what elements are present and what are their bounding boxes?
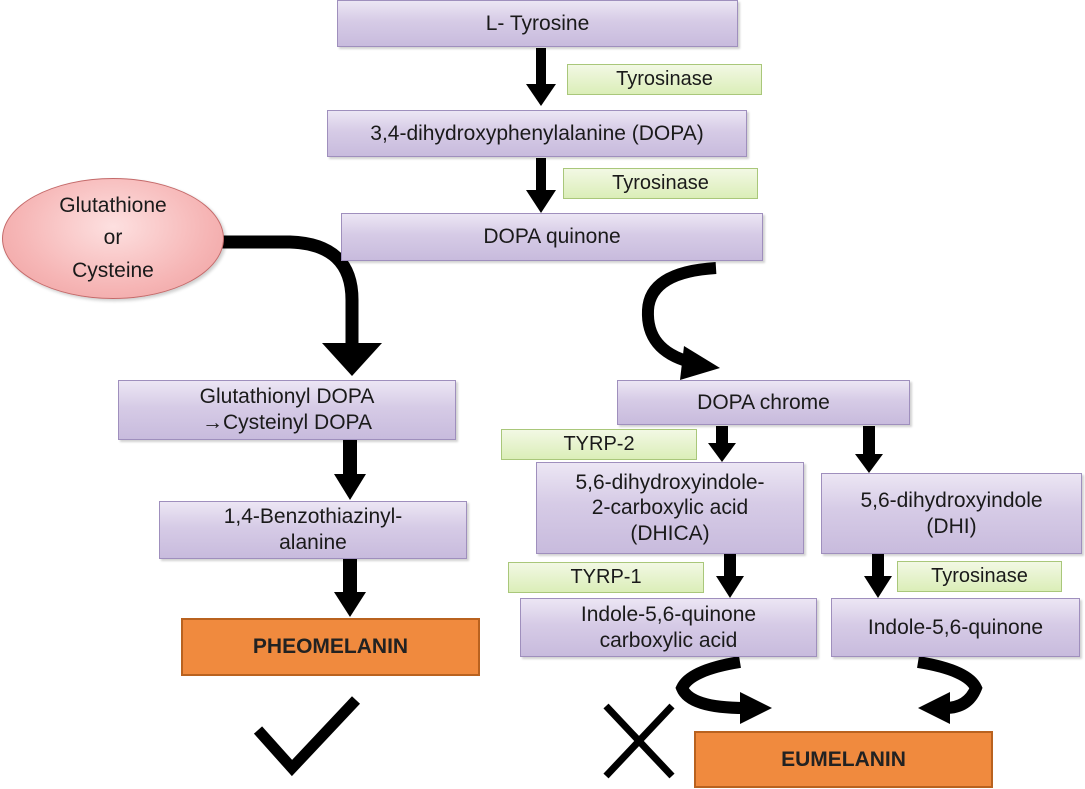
arrow-dopachrome-to-dhi: [855, 426, 883, 473]
glutathionyl-dopa-label: Glutathionyl DOPA: [199, 385, 375, 409]
tyrosinase-enzyme-label-1: Tyrosinase: [567, 64, 762, 95]
arrow-quinone-to-dopachrome: [641, 262, 720, 380]
indole-quinone-carboxylic-line-2: carboxylic acid: [599, 628, 738, 652]
glutathione-label: Glutathione: [59, 193, 167, 217]
benzothiazinyl-alanine-node: 1,4-Benzothiazinyl- alanine: [159, 501, 467, 559]
dhica-line-2: 2-carboxylic acid: [591, 496, 749, 520]
dopa-node: 3,4-dihydroxyphenylalanine (DOPA): [327, 110, 747, 157]
arrow-dopachrome-to-dhica: [708, 426, 736, 462]
dhi-line-1: 5,6-dihydroxyindole: [860, 488, 1043, 512]
arrow-dhi-to-indole-quinone: [864, 554, 892, 598]
benzothiazinyl-line-1: 1,4-Benzothiazinyl-: [223, 505, 403, 529]
l-tyrosine-node: L- Tyrosine: [337, 0, 738, 47]
arrow-dopa-to-quinone: [526, 158, 556, 213]
benzothiazinyl-line-2: alanine: [279, 531, 347, 554]
arrow-quinone-to-eumelanin: [917, 656, 983, 724]
indole-quinone-carboxylic-acid-node: Indole-5,6-quinone carboxylic acid: [520, 598, 817, 657]
cysteine-label: Cysteine: [72, 258, 154, 282]
cysteinyl-dopa-label: →Cysteinyl DOPA: [202, 411, 372, 434]
dhica-line-1: 5,6-dihydroxyindole-: [575, 470, 765, 494]
check-icon: [253, 696, 361, 777]
tyrp-2-enzyme-label: TYRP-2: [501, 429, 697, 460]
dhica-line-3: (DHICA): [630, 521, 710, 545]
dhi-node: 5,6-dihydroxyindole (DHI): [821, 473, 1082, 554]
or-label: or: [103, 226, 123, 250]
indole-quinone-carboxylic-line-1: Indole-5,6-quinone: [580, 602, 757, 626]
arrow-dhica-to-indole-quinone-carboxylic: [716, 554, 744, 598]
arrow-benzothiazinyl-to-pheomelanin: [334, 548, 366, 617]
arrow-glutathione-to-glutathionyl: [222, 235, 382, 376]
dopa-quinone-node: DOPA quinone: [341, 213, 763, 261]
cross-icon: [603, 703, 675, 779]
indole-quinone-node: Indole-5,6-quinone: [831, 598, 1080, 657]
glutathionyl-dopa-node: Glutathionyl DOPA →Cysteinyl DOPA: [118, 380, 456, 440]
dhica-node: 5,6-dihydroxyindole- 2-carboxylic acid (…: [536, 462, 804, 554]
tyrosinase-enzyme-label-3: Tyrosinase: [897, 561, 1062, 592]
pheomelanin-node: PHEOMELANIN: [181, 618, 480, 676]
tyrosinase-enzyme-label-2: Tyrosinase: [563, 168, 758, 199]
arrow-glutathionyl-to-benzothiazinyl: [334, 440, 366, 500]
glutathione-cysteine-node: Glutathione or Cysteine: [2, 178, 224, 299]
tyrp-1-enzyme-label: TYRP-1: [508, 562, 704, 593]
dopa-chrome-node: DOPA chrome: [617, 380, 910, 425]
arrow-tyrosine-to-dopa: [526, 48, 556, 106]
arrow-carboxylic-to-eumelanin: [675, 656, 772, 724]
dhi-line-2: (DHI): [926, 514, 977, 538]
eumelanin-node: EUMELANIN: [694, 731, 993, 788]
